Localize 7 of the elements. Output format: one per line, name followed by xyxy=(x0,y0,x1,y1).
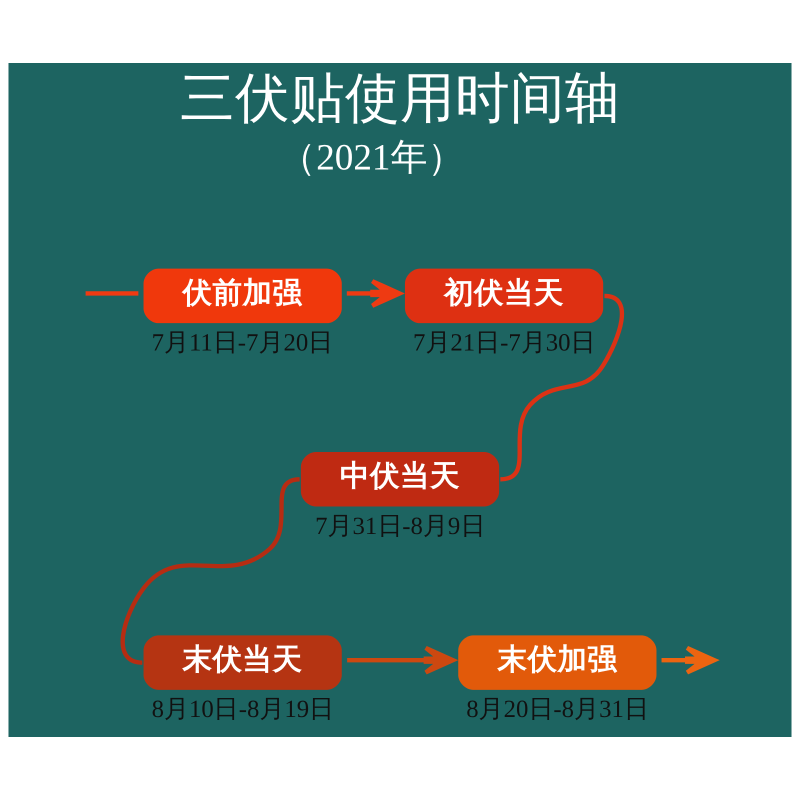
node-label: 7月11日-7月20日 xyxy=(152,329,334,356)
node-label: 8月10日-8月19日 xyxy=(152,696,334,724)
diagram-title: 三伏贴使用时间轴 xyxy=(180,68,620,129)
label: （2021年） xyxy=(279,138,465,179)
node-label: 7月21日-7月30日 xyxy=(413,329,596,356)
node-label: 8月20日-8月31日 xyxy=(466,696,649,724)
node-label: 7月31日-8月9日 xyxy=(315,512,486,540)
